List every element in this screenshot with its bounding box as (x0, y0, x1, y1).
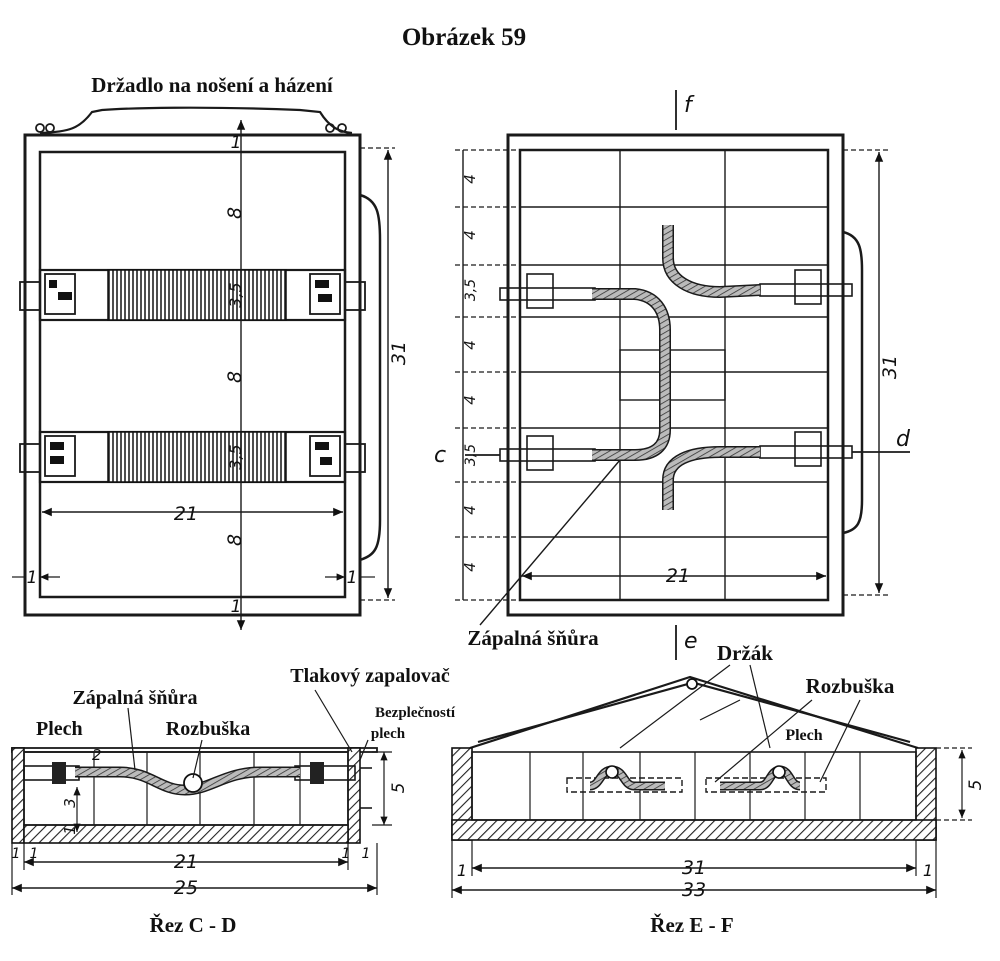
top-view-left (12, 106, 395, 630)
dim-left-v1-top: 1 (231, 133, 242, 153)
box-bottom-ef (451, 819, 937, 841)
dim-right-r4-4: 4 (461, 395, 479, 405)
figure-title: Obrázek 59 (402, 24, 526, 51)
section-cd (11, 689, 392, 895)
label-section-ef: Řez E - F (650, 913, 733, 937)
dim-cd-v2: 2 (92, 746, 102, 764)
label-plate-cd: Plech (36, 718, 83, 740)
dim-right-v31: 31 (879, 355, 901, 379)
dim-ef-b1l: 1 (457, 861, 467, 880)
dim-left-v8-a: 8 (224, 207, 246, 219)
dim-left-v8-b: 8 (224, 371, 246, 383)
label-detonator-ef: Rozbuška (806, 674, 895, 698)
dim-cd-b1c: 1 (342, 846, 351, 862)
dim-left-h21: 21 (174, 503, 198, 525)
label-section-cd: Řez C - D (150, 913, 237, 937)
dim-right-r35-2: 3,5 (463, 444, 479, 466)
letter-e: e (684, 629, 698, 654)
dim-left-v1-bot: 1 (231, 597, 242, 617)
dims-right-view: 4 4 3,5 4 4 3,5 4 4 31 21 f e c d (434, 93, 911, 654)
dim-cd-w25: 25 (174, 877, 198, 899)
dim-cd-b1b: 1 (30, 846, 39, 862)
dims-section-cd: 2 3 1 5 1 1 1 1 21 25 (12, 746, 409, 899)
label-fuse-cord-top: Zápalná šňůra (467, 626, 599, 650)
dim-left-v31: 31 (388, 341, 410, 365)
section-ef (451, 664, 972, 898)
letter-f: f (684, 93, 695, 118)
letter-c: c (434, 443, 446, 468)
dim-right-r4-1: 4 (461, 174, 479, 184)
dims-section-ef: 5 1 1 31 33 (457, 780, 986, 901)
dim-ef-v5: 5 (966, 780, 986, 791)
dim-cd-b1d: 1 (362, 846, 371, 862)
dim-ef-b1r: 1 (923, 861, 933, 880)
dim-right-r35-1: 3,5 (463, 279, 479, 301)
explosive-hatching-1 (107, 269, 287, 321)
box-wall-right-cd (347, 747, 361, 844)
box-wall-left-cd (11, 747, 25, 844)
dim-cd-v5: 5 (389, 783, 409, 794)
dim-left-v35-b: 3,5 (226, 444, 245, 469)
dim-left-h1-l: 1 (27, 568, 38, 588)
dim-right-r4-3: 4 (461, 340, 479, 350)
dim-ef-w33: 33 (682, 879, 706, 901)
label-detonator-cd: Rozbuška (166, 718, 250, 740)
label-safety-plate-2: plech (371, 726, 406, 742)
label-plate-ef: Plech (785, 727, 822, 744)
letter-d: d (896, 427, 911, 452)
dim-cd-b1a: 1 (12, 846, 21, 862)
dim-cd-v3: 3 (61, 798, 79, 808)
label-pressure-igniter: Tlakový zapalovač (290, 665, 450, 687)
label-safety-plate-1: Bezplečností (375, 705, 456, 721)
dim-right-h21: 21 (666, 565, 690, 587)
label-holder: Držák (717, 641, 773, 665)
explosive-hatching-2 (107, 431, 287, 483)
dim-cd-v1: 1 (61, 825, 79, 835)
top-view-right (455, 90, 910, 660)
label-handle: Držadlo na nošení a házení (91, 73, 334, 97)
dim-left-v35-a: 3,5 (226, 282, 245, 307)
label-fuse-cord-cd: Zápalná šňůra (72, 687, 197, 709)
dim-right-r4-5: 4 (461, 505, 479, 515)
dim-cd-w21: 21 (174, 851, 198, 873)
dim-right-r4-2: 4 (461, 230, 479, 240)
dim-left-h1-r: 1 (347, 568, 358, 588)
dim-left-v8-c: 8 (224, 534, 246, 546)
fuse-cord-right-view (592, 288, 671, 461)
dim-right-r4-6: 4 (461, 562, 479, 572)
handle (39, 106, 353, 135)
dims-left-view: 1 8 3,5 8 3,5 8 1 21 1 1 31 (27, 133, 410, 617)
dim-ef-w31: 31 (682, 857, 706, 879)
